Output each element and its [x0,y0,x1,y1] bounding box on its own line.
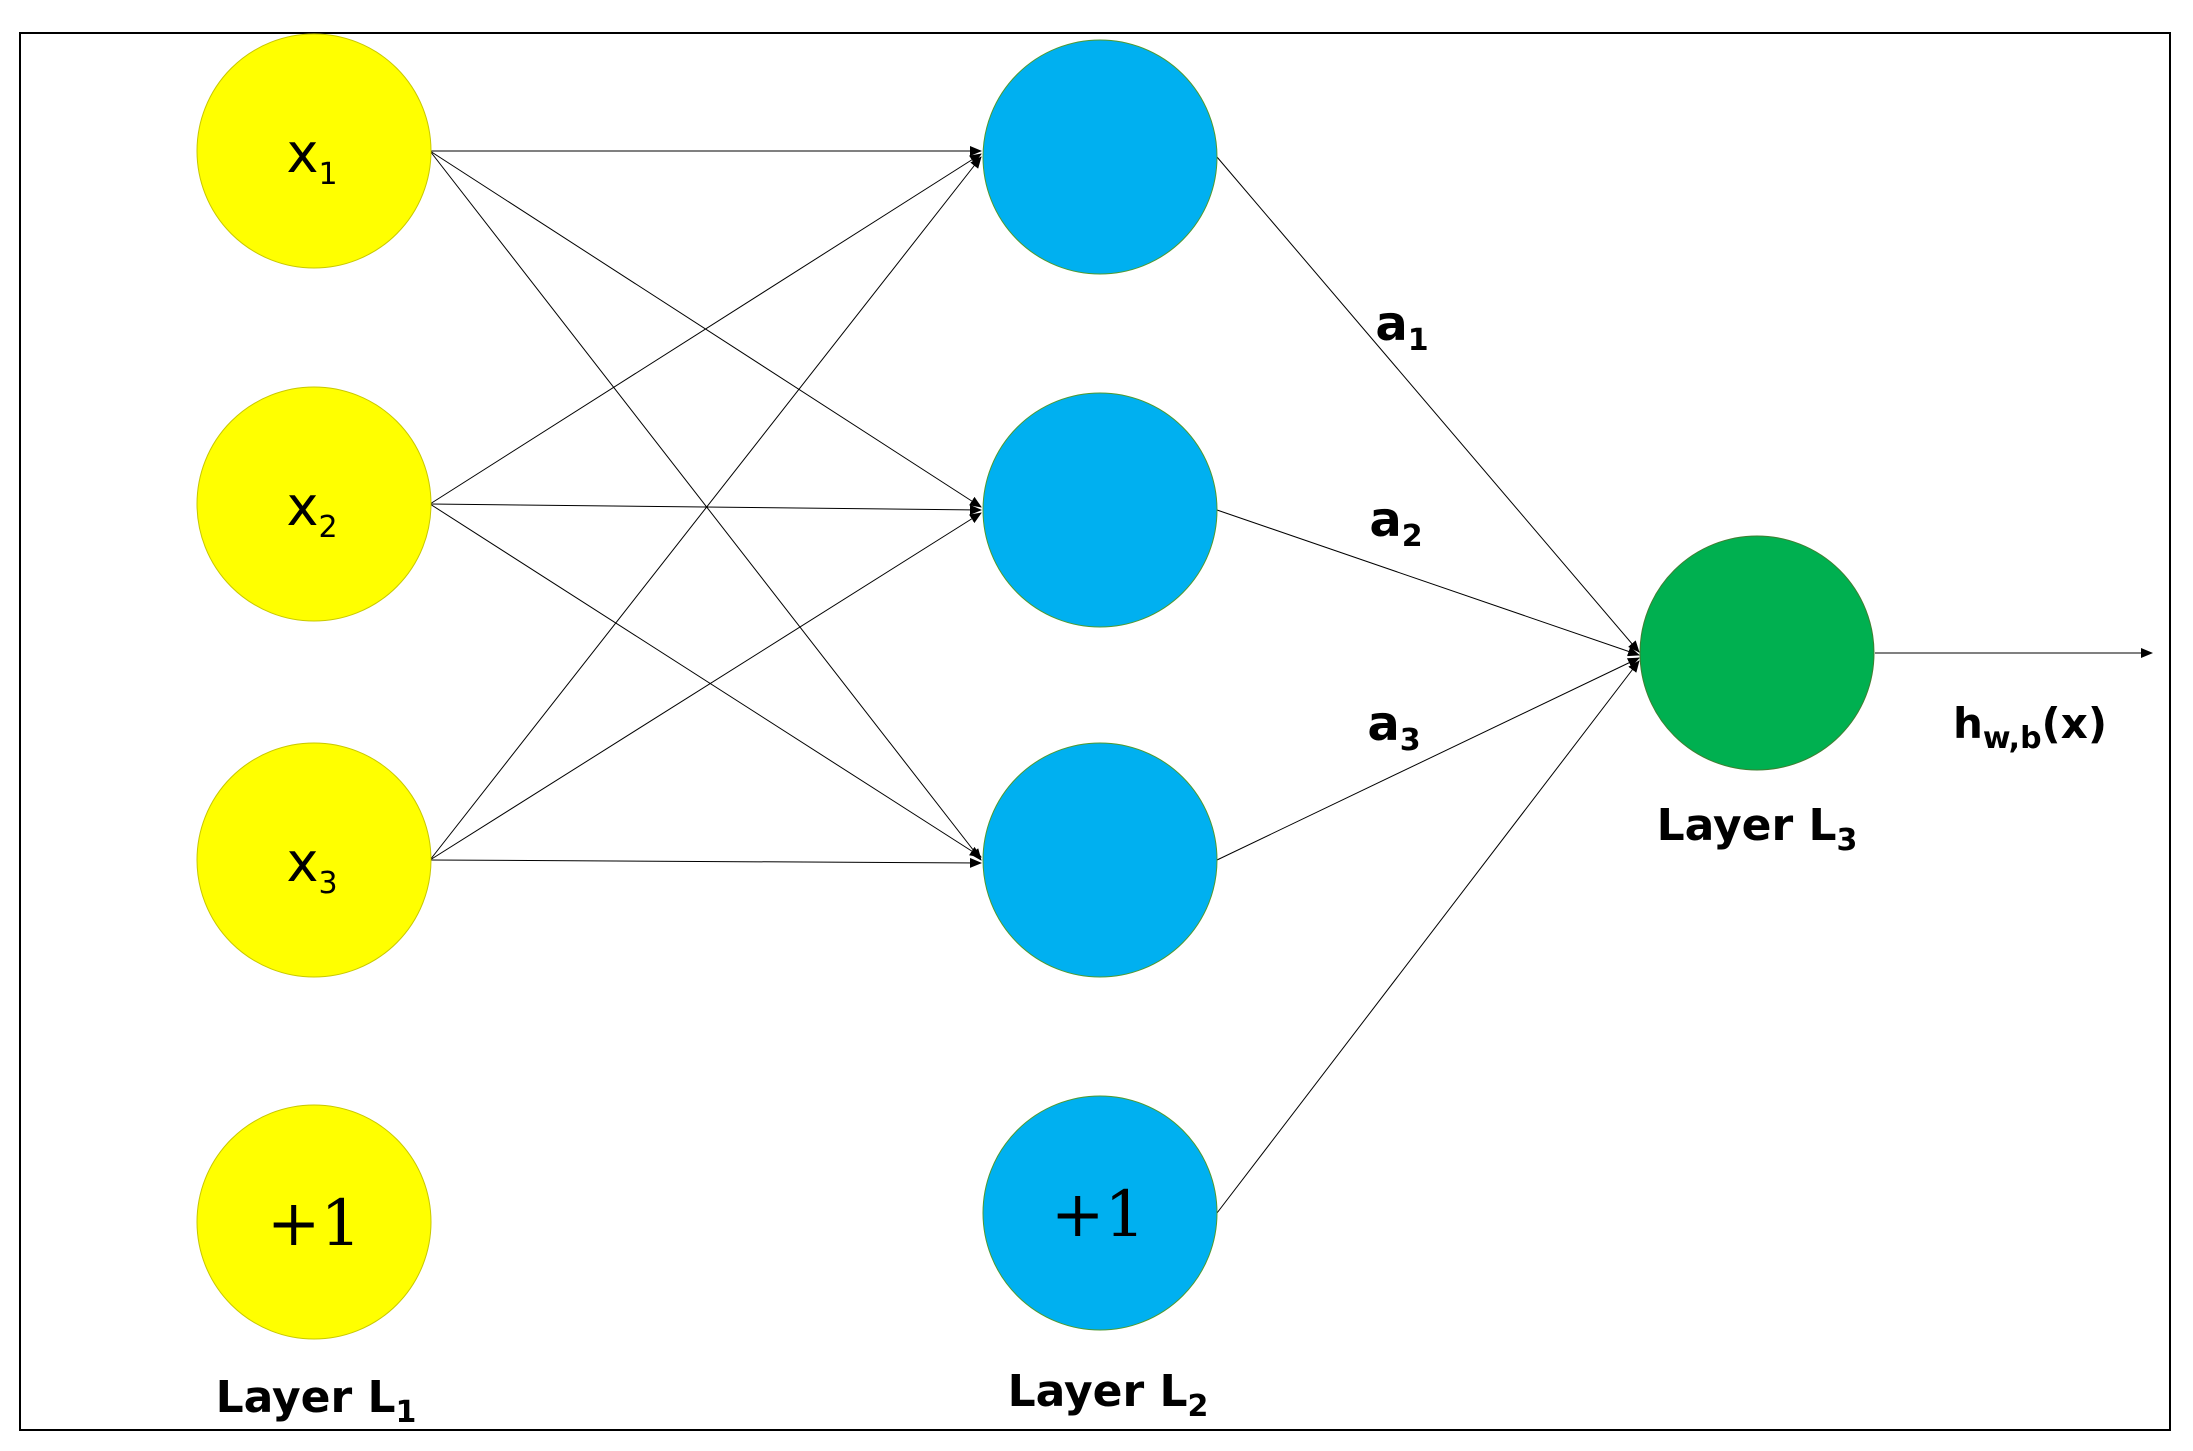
activation-label-a2: a2 [1369,492,1422,554]
hidden-bias-label: +1 [1051,1178,1145,1252]
input-label-x2: x2 [286,475,337,545]
activation-label-a3: a3 [1367,696,1420,758]
layer-label-l1: Layer L1 [216,1372,417,1430]
edge-x2-h1 [429,153,982,505]
layer-label-l3: Layer L3 [1657,800,1858,858]
edge-x3-h2 [429,512,982,861]
diagram-frame [19,32,2171,1431]
input-node-x2 [196,386,432,622]
output-node [1639,535,1875,771]
layer-label-l2: Layer L2 [1008,1366,1209,1424]
edge-x2-h2 [429,503,982,515]
activation-label-a1: a1 [1375,296,1428,358]
layer-l2-nodes [982,39,1218,1331]
input-bias-label: +1 [267,1187,361,1261]
hidden-node-1 [982,39,1218,275]
input-label-x1: x1 [286,122,337,192]
hidden-node-2 [982,392,1218,628]
edges-l2-l3 [1216,156,1640,1214]
edge-x2-h3 [429,503,982,858]
edges-l1-l2 [429,146,982,868]
input-bias-node [196,1104,432,1340]
output-label: hw,b(x) [1953,699,2107,756]
hidden-node-3 [982,742,1218,978]
layer-l1-nodes [196,33,432,1340]
edge-x3-h3 [429,857,982,868]
edge-hbias-out [1216,660,1640,1214]
input-node-x3 [196,742,432,978]
edge-h3-out [1216,657,1640,861]
input-node-x1 [196,33,432,269]
input-label-x3: x3 [286,831,337,901]
edge-x1-h3 [429,150,982,861]
edge-h2-out [1216,509,1640,657]
edge-h1-out [1216,156,1640,653]
edge-x3-h1 [429,156,982,861]
hidden-bias-node [982,1095,1218,1331]
